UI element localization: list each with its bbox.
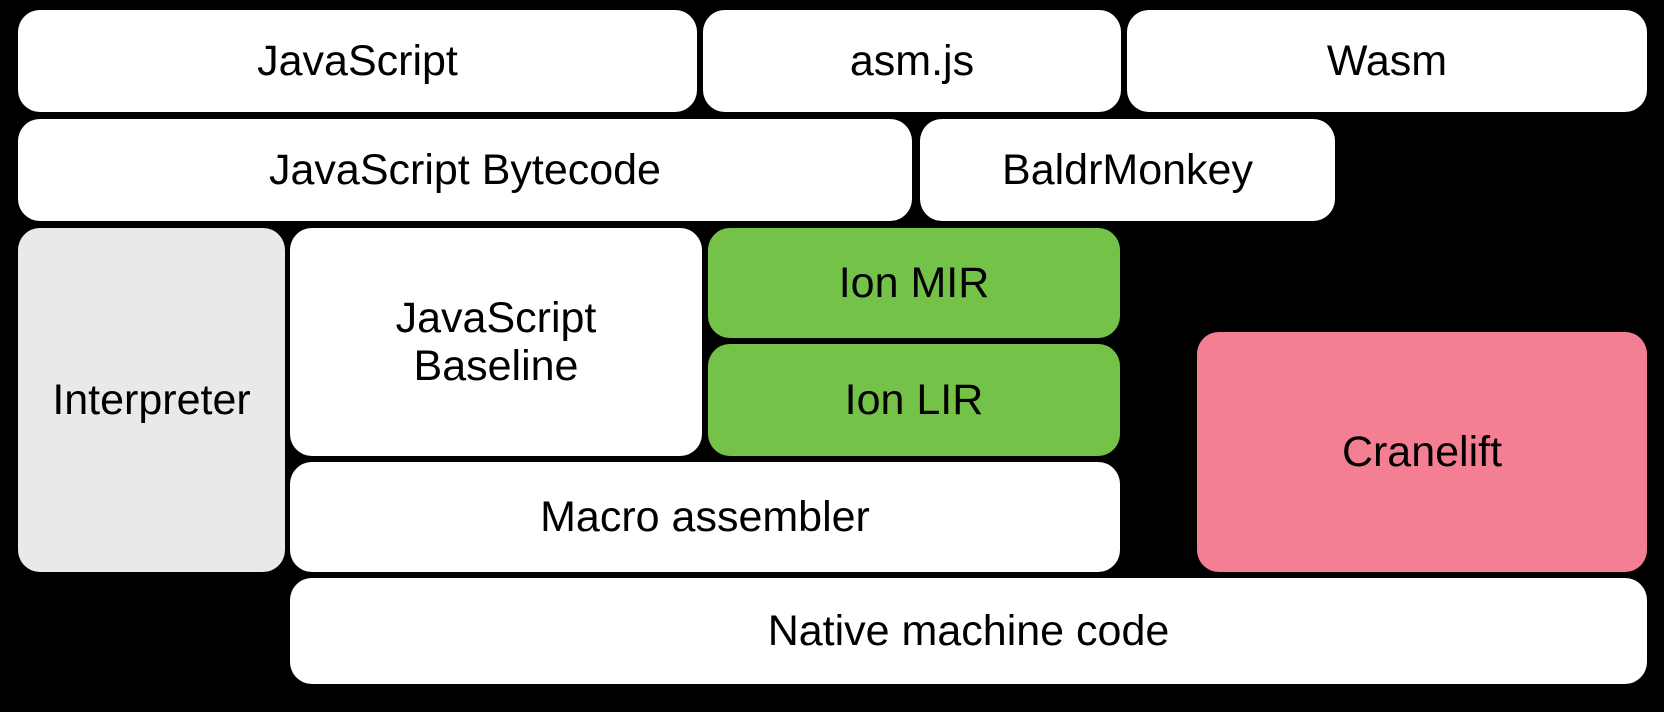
node-javascript-bytecode[interactable]: JavaScript Bytecode [18, 119, 912, 221]
node-wasm[interactable]: Wasm [1127, 10, 1647, 112]
node-native-machine-code[interactable]: Native machine code [290, 578, 1647, 684]
node-baldrmonkey[interactable]: BaldrMonkey [920, 119, 1335, 221]
node-javascript-baseline[interactable]: JavaScript Baseline [290, 228, 702, 456]
node-asmjs[interactable]: asm.js [703, 10, 1121, 112]
node-interpreter[interactable]: Interpreter [18, 228, 285, 572]
node-ion-lir[interactable]: Ion LIR [708, 344, 1120, 456]
node-javascript[interactable]: JavaScript [18, 10, 697, 112]
node-ion-mir[interactable]: Ion MIR [708, 228, 1120, 338]
node-macro-assembler[interactable]: Macro assembler [290, 462, 1120, 572]
node-cranelift[interactable]: Cranelift [1197, 332, 1647, 572]
